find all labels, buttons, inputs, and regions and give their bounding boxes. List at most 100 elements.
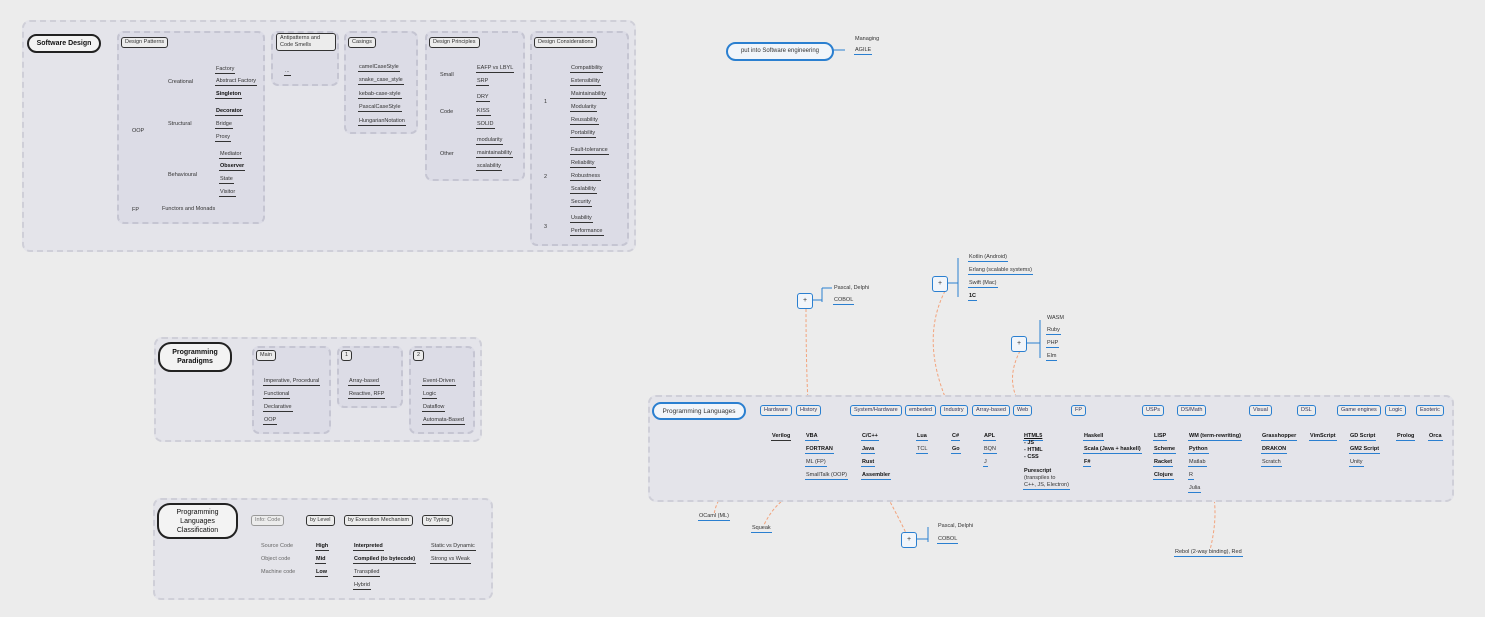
pascalcase-node[interactable]: PascalCaseStyle xyxy=(358,104,402,112)
static-dynamic-node[interactable]: Static vs Dynamic xyxy=(430,543,476,551)
bottom-plus-button[interactable]: + xyxy=(901,532,917,548)
paradigms-extra2-node[interactable]: 2 xyxy=(413,350,425,361)
transpiled-node[interactable]: Transpiled xyxy=(353,569,381,577)
managing-label[interactable]: Managing xyxy=(855,36,880,42)
java-node[interactable]: Java xyxy=(861,446,876,454)
paradigms-root[interactable]: Programming Paradigms xyxy=(158,342,232,372)
history-plus-button[interactable]: + xyxy=(797,293,813,309)
machine-code-node[interactable]: Machine code xyxy=(261,569,296,575)
casings-node[interactable]: Casings xyxy=(348,37,376,48)
performance-node[interactable]: Performance xyxy=(570,228,604,236)
reactive-node[interactable]: Reactive, RFP xyxy=(348,391,386,399)
category-fp[interactable]: FP xyxy=(1071,405,1087,416)
category-web[interactable]: Web xyxy=(1013,405,1033,416)
rebol-node[interactable]: Rebol (2-way binding), Red xyxy=(1174,549,1243,557)
high-level-node[interactable]: High xyxy=(315,543,330,551)
classification-root[interactable]: Programming Languages Classification xyxy=(157,503,238,539)
snakecase-node[interactable]: snake_case_style xyxy=(358,77,404,85)
eafp-node[interactable]: EAFP vs LBYL xyxy=(476,65,515,73)
ocaml-node[interactable]: OCaml (ML) xyxy=(698,513,730,521)
mediator-node[interactable]: Mediator xyxy=(219,151,243,159)
history-pascal-node[interactable]: Pascal, Delphi xyxy=(834,285,870,291)
singleton-node[interactable]: Singleton xyxy=(215,91,243,99)
structural-label[interactable]: Structural xyxy=(168,121,192,127)
bottom-cobol-node[interactable]: COBOL xyxy=(937,536,959,544)
maintainability-node[interactable]: Maintainability xyxy=(570,91,607,99)
clojure-node[interactable]: Clojure xyxy=(1153,472,1174,480)
languages-root[interactable]: Programming Languages xyxy=(652,402,746,420)
extensibility-node[interactable]: Extensibility xyxy=(570,78,602,86)
grasshopper-node[interactable]: Grasshopper xyxy=(1261,433,1298,441)
source-code-node[interactable]: Source Code xyxy=(261,543,294,549)
software-design-root[interactable]: Software Design xyxy=(27,34,101,53)
j-node[interactable]: J xyxy=(983,459,988,467)
r-node[interactable]: R xyxy=(1188,472,1194,480)
scheme-node[interactable]: Scheme xyxy=(1153,446,1177,454)
creational-label[interactable]: Creational xyxy=(168,79,194,85)
security-node[interactable]: Security xyxy=(570,199,592,207)
wm-node[interactable]: WM (term-rewriting) xyxy=(1188,433,1242,441)
tcl-node[interactable]: TCL xyxy=(916,446,929,454)
unity-node[interactable]: Unity xyxy=(1349,459,1364,467)
julia-node[interactable]: Julia xyxy=(1188,485,1202,493)
hybrid-node[interactable]: Hybrid xyxy=(353,582,371,590)
srp-node[interactable]: SRP xyxy=(476,78,490,86)
behavioural-label[interactable]: Behavioural xyxy=(168,172,198,178)
web-plus-button[interactable]: + xyxy=(1011,336,1027,352)
low-level-node[interactable]: Low xyxy=(315,569,328,577)
haskell-node[interactable]: Haskell xyxy=(1083,433,1105,441)
category-system[interactable]: System/Hardware xyxy=(850,405,902,416)
antipatterns-node[interactable]: Antipatterns and Code Smells xyxy=(276,33,336,51)
other-label[interactable]: Other xyxy=(440,151,454,157)
gm2script-node[interactable]: GM2 Script xyxy=(1349,446,1381,454)
considerations-group-2[interactable]: 2 xyxy=(544,174,548,180)
declarative-node[interactable]: Declarative xyxy=(263,404,293,412)
racket-node[interactable]: Racket xyxy=(1153,459,1174,467)
by-typing-node[interactable]: by Typing xyxy=(422,515,454,526)
rust-node[interactable]: Rust xyxy=(861,459,876,467)
array-based-paradigm-node[interactable]: Array-based xyxy=(348,378,380,386)
js-node[interactable]: - JS xyxy=(1024,440,1035,446)
1c-node[interactable]: 1C xyxy=(968,293,978,301)
html-node[interactable]: - HTML xyxy=(1024,447,1043,453)
compiled-node[interactable]: Compiled (to bytecode) xyxy=(353,556,417,564)
verilog-node[interactable]: Verilog xyxy=(771,433,792,441)
imperative-node[interactable]: Imperative, Procedural xyxy=(263,378,321,386)
scratch-node[interactable]: Scratch xyxy=(1261,459,1282,467)
dry-node[interactable]: DRY xyxy=(476,94,490,102)
category-usps[interactable]: USPs xyxy=(1142,405,1165,416)
fault-tolerance-node[interactable]: Fault-tolerance xyxy=(570,147,609,155)
design-principles-node[interactable]: Design Principles xyxy=(429,37,480,48)
ruby-node[interactable]: Ruby xyxy=(1046,327,1061,335)
strong-weak-node[interactable]: Strong vs Weak xyxy=(430,556,471,564)
decorator-node[interactable]: Decorator xyxy=(215,108,243,116)
design-patterns-node[interactable]: Design Patterns xyxy=(121,37,169,48)
bottom-pascal-node[interactable]: Pascal, Delphi xyxy=(938,523,974,529)
scala-node[interactable]: Scala (Java + haskell) xyxy=(1083,446,1142,454)
category-logic[interactable]: Logic xyxy=(1385,405,1407,416)
antipatterns-ellipsis[interactable]: ... xyxy=(284,68,291,76)
category-esoteric[interactable]: Esoteric xyxy=(1416,405,1444,416)
kebabcase-node[interactable]: kebab-case-style xyxy=(358,91,402,99)
oop-label[interactable]: OOP xyxy=(132,128,145,134)
automata-node[interactable]: Automata-Based xyxy=(422,417,465,425)
modularity-node[interactable]: Modularity xyxy=(570,104,598,112)
fsharp-node[interactable]: F# xyxy=(1083,459,1092,467)
considerations-group-1[interactable]: 1 xyxy=(544,99,548,105)
observer-node[interactable]: Observer xyxy=(219,163,246,171)
dataflow-node[interactable]: Dataflow xyxy=(422,404,446,412)
category-array-based[interactable]: Array-based xyxy=(972,405,1010,416)
functors-monads-node[interactable]: Functors and Monads xyxy=(162,206,216,212)
smalltalk-node[interactable]: SmallTalk (OOP) xyxy=(805,472,848,480)
elm-node[interactable]: Elm xyxy=(1046,353,1058,361)
info-code-node[interactable]: Info: Code xyxy=(251,515,285,526)
factory-node[interactable]: Factory xyxy=(215,66,236,74)
visitor-node[interactable]: Visitor xyxy=(219,189,237,197)
event-driven-node[interactable]: Event-Driven xyxy=(422,378,456,386)
apl-node[interactable]: APL xyxy=(983,433,996,441)
functional-node[interactable]: Functional xyxy=(263,391,291,399)
robustness-node[interactable]: Robustness xyxy=(570,173,602,181)
assembler-node[interactable]: Assembler xyxy=(861,472,892,480)
swift-node[interactable]: Swift (Mac) xyxy=(968,280,998,288)
gdscript-node[interactable]: GD Script xyxy=(1349,433,1377,441)
